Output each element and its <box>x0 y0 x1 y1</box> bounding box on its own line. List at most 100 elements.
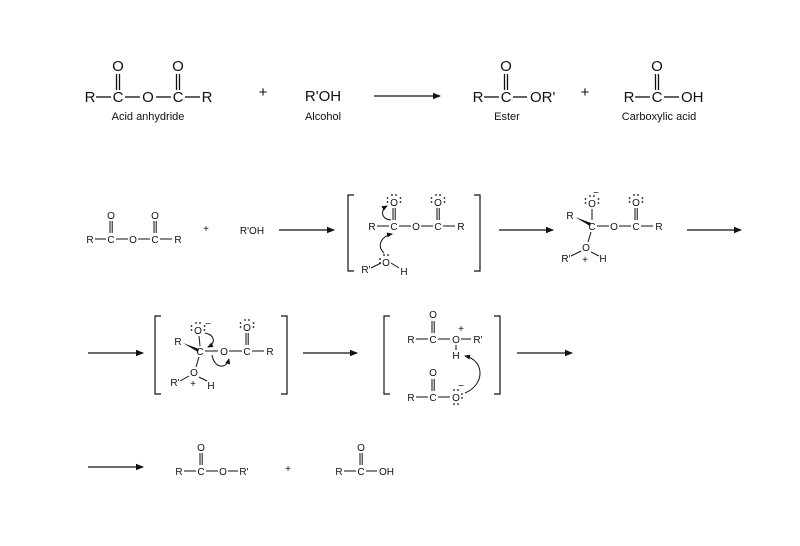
negative-charge: − <box>458 381 464 392</box>
curved-arrow-icon <box>204 332 214 348</box>
atom-label: C <box>113 89 124 106</box>
atom-label: O <box>434 198 442 209</box>
atom-label: O <box>412 222 420 233</box>
alcohol-reactant: R'OH <box>240 226 264 237</box>
atom-label: R <box>368 222 375 233</box>
atom-label: H <box>452 351 459 362</box>
atom-label: R <box>624 89 635 106</box>
atom-label: R' <box>239 467 248 478</box>
plus-sign: + <box>203 224 209 235</box>
lone-pair-dots <box>430 194 446 203</box>
plus-sign: + <box>259 84 268 101</box>
atom-label: OR' <box>530 89 556 106</box>
atom-label: R <box>407 393 414 404</box>
atom-label: O <box>390 198 398 209</box>
atom-label: R <box>266 347 273 358</box>
atom-label: R <box>86 235 93 246</box>
atom-label: C <box>632 222 639 233</box>
atom-label: O <box>588 199 596 210</box>
positive-charge: + <box>582 255 588 266</box>
atom-label: OH <box>379 467 394 478</box>
ester-product: R C O O R' <box>175 443 248 478</box>
atom-label: R <box>655 222 662 233</box>
atom-label: H <box>207 381 214 392</box>
atom-label: C <box>434 222 441 233</box>
atom-label: O <box>220 347 228 358</box>
atom-label: O <box>429 368 437 379</box>
atom-label: C <box>390 222 397 233</box>
lone-pair-dots <box>584 195 600 204</box>
atom-label: O <box>382 258 390 269</box>
atom-label: R <box>473 89 484 106</box>
atom-label: R <box>335 467 342 478</box>
atom-label: C <box>429 393 436 404</box>
atom-label: C <box>107 235 114 246</box>
lone-pair-dots <box>453 389 463 405</box>
ester-structure: R C O OR' Ester <box>473 58 556 123</box>
atom-label: O <box>500 58 512 75</box>
ester-caption: Ester <box>494 111 520 123</box>
atom-label: O <box>452 393 460 404</box>
tetrahedral-intermediate: R C O − O C O R <box>561 188 662 266</box>
atom-label: O <box>197 443 205 454</box>
atom-label: O <box>243 323 251 334</box>
carboxylic-acid-caption: Carboxylic acid <box>622 111 697 123</box>
atom-label: O <box>651 58 663 75</box>
atom-label: C <box>197 467 204 478</box>
atom-label: C <box>243 347 250 358</box>
lone-pair-dots <box>239 319 255 328</box>
atom-label: O <box>452 335 460 346</box>
mechanism-row-1: R C O O C O R + R'OH R C O <box>86 188 742 278</box>
atom-label: R' <box>361 265 370 276</box>
bracketed-nucleophilic-attack: R C O O C O R <box>347 194 481 278</box>
carboxylic-acid-structure: R C O OH Carboxylic acid <box>622 58 704 123</box>
plus-sign: + <box>285 464 291 475</box>
mechanism-row-2: R C O − O C O <box>88 310 573 405</box>
acid-anhydride-structure: R C O O C O R Acid anhydride <box>85 58 213 123</box>
lone-pair-dots <box>190 322 206 331</box>
positive-charge: + <box>458 324 464 335</box>
plus-sign: + <box>581 84 590 101</box>
curved-arrow-icon <box>211 354 231 367</box>
curved-arrow-icon <box>379 232 393 254</box>
atom-label: O <box>357 443 365 454</box>
atom-label: R <box>407 335 414 346</box>
atom-label: R <box>174 337 181 348</box>
alcohol-structure: R'OH Alcohol <box>305 88 341 123</box>
atom-label: O <box>610 222 618 233</box>
atom-label: C <box>501 89 512 106</box>
curved-arrow-icon <box>464 354 481 394</box>
atom-label: O <box>429 310 437 321</box>
atom-label: R <box>85 89 96 106</box>
atom-label: C <box>196 347 203 358</box>
anhydride-reactant: R C O O C O R <box>86 211 181 246</box>
atom-label: C <box>173 89 184 106</box>
atom-label: O <box>107 211 115 222</box>
lone-pair-dots <box>628 194 644 203</box>
atom-label: R <box>174 235 181 246</box>
alcohol-caption: Alcohol <box>305 111 341 123</box>
atom-label: O <box>194 326 202 337</box>
atom-label: O <box>632 198 640 209</box>
atom-label: H <box>400 267 407 278</box>
atom-label: C <box>429 335 436 346</box>
atom-label: C <box>151 235 158 246</box>
atom-label: O <box>582 243 590 254</box>
atom-label: R' <box>170 378 179 389</box>
atom-label: C <box>652 89 663 106</box>
negative-charge: − <box>593 188 599 199</box>
atom-label: O <box>112 58 124 75</box>
overall-reaction: R C O O C O R Acid anhydride + R'OH Alco… <box>85 58 704 123</box>
bracketed-elimination: R C O − O C O <box>154 315 288 395</box>
atom-label: O <box>142 89 154 106</box>
atom-label: OH <box>681 89 704 106</box>
atom-label: R' <box>561 254 570 265</box>
atom-label: R <box>566 211 573 222</box>
atom-label: R <box>202 89 213 106</box>
atom-label: O <box>172 58 184 75</box>
carboxylic-acid-product: R C O OH <box>335 443 394 478</box>
atom-label: R <box>175 467 182 478</box>
acid-anhydride-caption: Acid anhydride <box>112 111 185 123</box>
lone-pair-dots <box>379 254 389 264</box>
lone-pair-dots <box>386 194 402 203</box>
